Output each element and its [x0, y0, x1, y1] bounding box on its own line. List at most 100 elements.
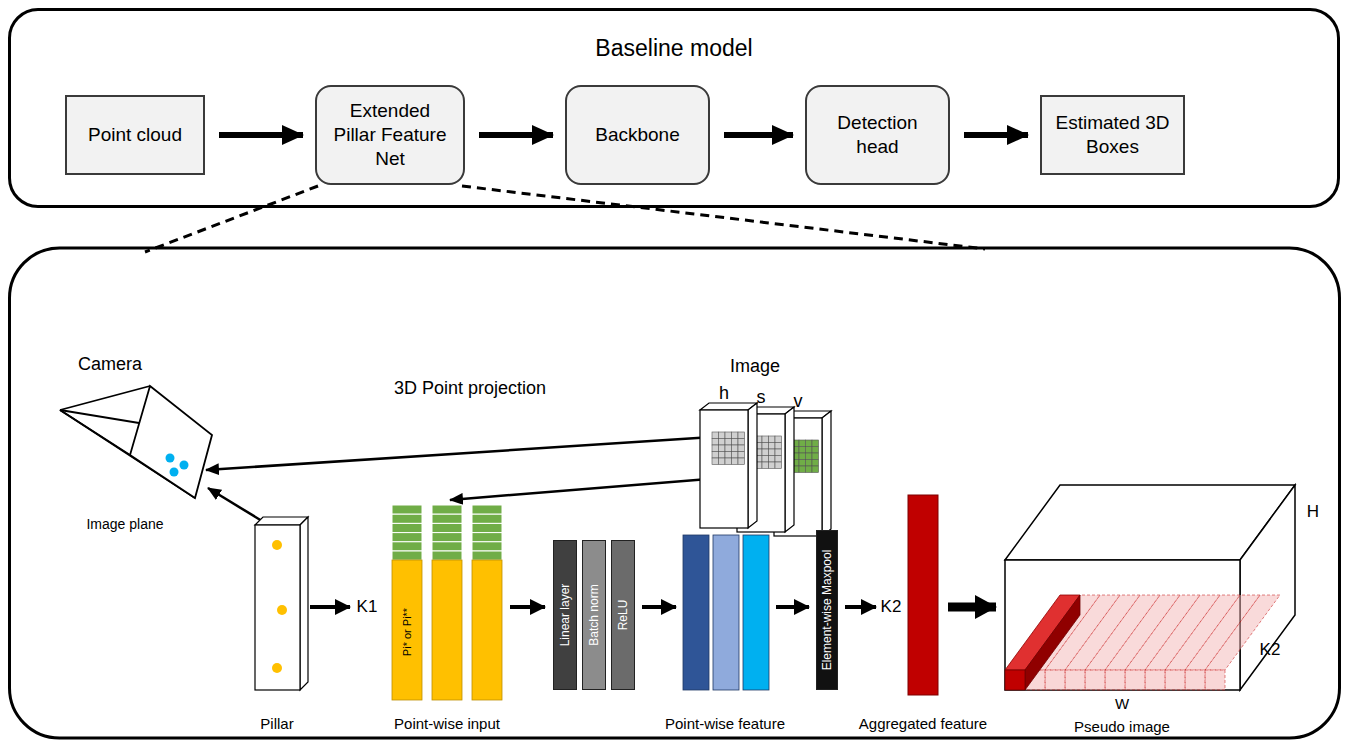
drawing-stroke	[300, 517, 308, 690]
drawing-stroke	[762, 436, 769, 443]
text-label: Aggregated feature	[859, 715, 987, 732]
drawing-stroke	[432, 560, 462, 700]
drawing-stroke	[785, 407, 794, 532]
text-label: H	[1307, 502, 1319, 522]
zoom-lines	[145, 186, 985, 252]
text-label: W	[1115, 695, 1129, 712]
text-label: Image	[730, 356, 780, 377]
drawing-stroke	[812, 466, 819, 473]
drawing-stroke	[725, 445, 732, 452]
text-label: Point-wise input	[394, 715, 500, 732]
box-label: Detection head	[817, 111, 938, 159]
drawing-stroke	[799, 460, 806, 467]
drawing-stroke	[719, 458, 726, 465]
drawing-stroke	[806, 466, 813, 473]
text-label: Image plane	[86, 516, 163, 532]
drawing-stroke	[769, 436, 776, 443]
drawing-stroke	[1185, 670, 1205, 690]
text-label: v	[794, 391, 803, 412]
drawing-stroke	[712, 439, 719, 446]
drawing-stroke	[769, 449, 776, 456]
drawing-stroke	[762, 443, 769, 450]
drawing-stroke	[1105, 670, 1125, 690]
flow-arrow	[479, 132, 553, 138]
text-label: Pillar	[260, 715, 293, 732]
point-wise-input-bars	[392, 505, 502, 700]
drawing-stroke	[806, 440, 813, 447]
drawing-stroke	[392, 533, 422, 542]
box-label: Backbone	[595, 123, 680, 147]
drawing-stroke	[145, 186, 318, 252]
drawing-stroke	[700, 410, 748, 528]
drawing-stroke	[719, 445, 726, 452]
drawing-stroke	[799, 453, 806, 460]
drawing-stroke	[732, 432, 739, 439]
drawing-stroke	[806, 453, 813, 460]
drawing-stroke	[277, 605, 287, 615]
text-label: Point-wise feature	[665, 715, 785, 732]
panel-title: Baseline model	[11, 35, 1337, 62]
drawing-stroke	[1125, 670, 1145, 690]
hsv-image	[700, 403, 831, 536]
drawing-stroke	[683, 535, 709, 690]
drawing-stroke	[60, 410, 130, 455]
drawing-stroke	[472, 514, 502, 523]
drawing-stroke	[769, 443, 776, 450]
drawing-stroke	[1005, 560, 1240, 690]
drawing-stroke	[1205, 670, 1225, 690]
text-label: Camera	[78, 354, 142, 375]
drawing-stroke	[812, 447, 819, 454]
input-box: Point cloud	[65, 95, 205, 175]
projected-points	[166, 454, 189, 477]
drawing-stroke	[1045, 670, 1065, 690]
drawing-stroke	[166, 454, 175, 463]
drawing-stroke	[432, 505, 462, 514]
drawing-stroke	[732, 458, 739, 465]
drawing-stroke	[432, 542, 462, 551]
process-box: Extended Pillar Feature Net	[315, 85, 465, 185]
text-label: h	[719, 383, 729, 404]
drawing-stroke	[799, 447, 806, 454]
input-bar	[392, 505, 422, 700]
flow-arrow	[964, 132, 1028, 138]
layer-label: ReLU	[616, 600, 630, 631]
flow-arrows	[310, 605, 996, 609]
drawing-stroke	[799, 440, 806, 447]
drawing-stroke	[170, 468, 179, 477]
box-label: Point cloud	[88, 123, 182, 147]
drawing-stroke	[719, 439, 726, 446]
aggregated-feature-bar	[908, 495, 938, 695]
drawing-stroke	[769, 462, 776, 469]
drawing-stroke	[432, 523, 462, 532]
drawing-stroke	[806, 447, 813, 454]
drawing-stroke	[712, 458, 719, 465]
drawing-stroke	[743, 535, 769, 690]
drawing-stroke	[775, 462, 782, 469]
drawing-stroke	[712, 445, 719, 452]
drawing-stroke	[738, 432, 745, 439]
drawing-stroke	[472, 560, 502, 700]
drawing-stroke	[1025, 595, 1080, 690]
drawing-stroke	[462, 186, 985, 249]
drawing-stroke	[738, 445, 745, 452]
box-label: Extended Pillar Feature Net	[327, 99, 453, 170]
input-bar	[432, 505, 462, 700]
drawing-stroke	[775, 443, 782, 450]
drawing-stroke	[812, 440, 819, 447]
drawing-stroke	[392, 551, 422, 560]
text-label: 3D Point projection	[394, 378, 546, 399]
drawing-stroke	[719, 432, 726, 439]
input-bar	[472, 505, 502, 700]
drawing-stroke	[712, 452, 719, 459]
drawing-stroke	[432, 533, 462, 542]
layer-box: ReLU	[611, 540, 635, 690]
drawing-stroke	[180, 461, 189, 470]
text-label: Pi* or Pi**	[401, 608, 414, 656]
drawing-stroke	[1065, 670, 1085, 690]
drawing-stroke	[510, 605, 545, 609]
drawing-stroke	[60, 386, 150, 410]
layer-label: Batch norm	[587, 584, 601, 645]
box-label: Estimated 3D Boxes	[1052, 111, 1173, 159]
drawing-stroke	[472, 542, 502, 551]
